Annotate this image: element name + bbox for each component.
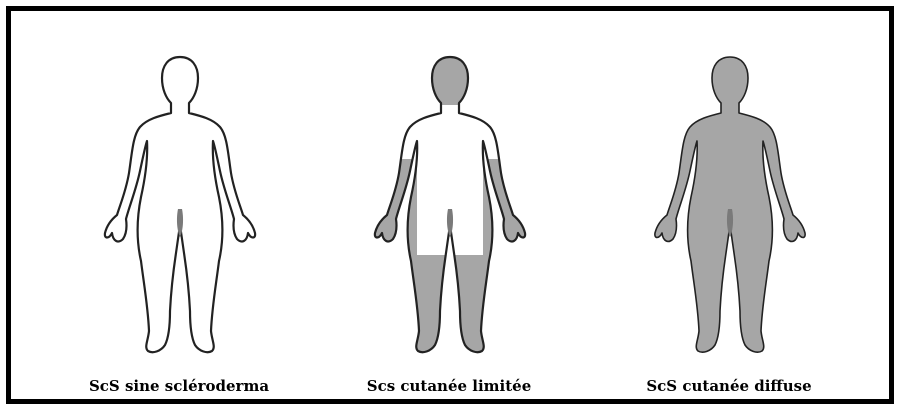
body-outline-sine-scleroderma: [85, 49, 275, 359]
caption-cutanee-limitee: Scs cutanée limitée: [319, 377, 579, 395]
body-figure-svg: [355, 49, 545, 359]
figure-frame: ScS sine scléroderma Scs cutanée limitée…: [6, 6, 894, 404]
body-figure-svg: [85, 49, 275, 359]
body-figure-svg: [635, 49, 825, 359]
body-outline-cutanee-limitee: [355, 49, 545, 359]
caption-cutanee-diffuse: ScS cutanée diffuse: [599, 377, 859, 395]
caption-sine-scleroderma: ScS sine scléroderma: [49, 377, 309, 395]
body-outline-cutanee-diffuse: [635, 49, 825, 359]
